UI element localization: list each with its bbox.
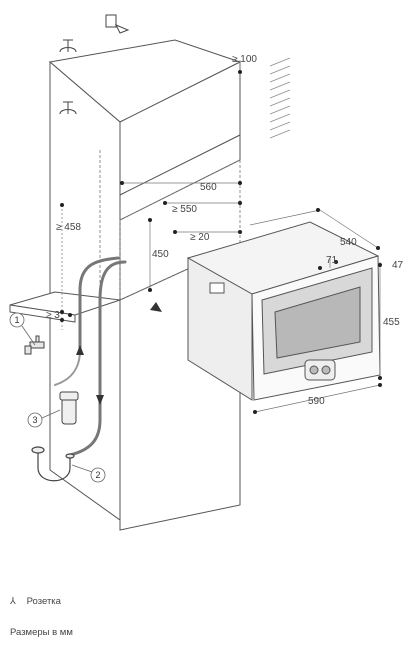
dim-gap-bottom: ≥ 3	[46, 310, 60, 321]
flow-arrows	[76, 302, 162, 405]
dimension-dots	[60, 70, 382, 414]
water-tap-icon	[24, 335, 45, 355]
dim-niche-height: 450	[152, 249, 169, 260]
dim-appliance-height: 455	[383, 317, 400, 328]
callout-1-label: 1	[14, 315, 19, 325]
power-socket-icon	[59, 39, 77, 115]
legend-units: Размеры в мм	[10, 627, 73, 638]
legend-socket-label: Розетка	[26, 596, 61, 607]
dim-appliance-width: 590	[308, 396, 325, 407]
dimension-lines	[61, 60, 381, 413]
dim-front-offset: 71	[326, 255, 338, 266]
power-socket-icon: ⅄	[10, 596, 16, 607]
side-counter	[9, 291, 121, 323]
siphon-icon	[31, 446, 75, 482]
steam-oven	[186, 221, 381, 401]
dim-rear-gap: ≥ 20	[190, 232, 210, 243]
dim-niche-width: 560	[200, 182, 217, 193]
wall-hatch	[269, 57, 291, 139]
dim-appliance-depth: 540	[340, 237, 357, 248]
wall-outlet-icon	[105, 14, 130, 34]
legend-units-label: Размеры в мм	[10, 627, 73, 638]
water-filter-icon	[59, 391, 79, 425]
callout-2-label: 2	[95, 470, 100, 480]
dim-niche-depth: ≥ 550	[172, 204, 197, 215]
callout-markers	[9, 312, 106, 483]
dim-top-clearance: ≥ 100	[232, 54, 257, 65]
callout-3-label: 3	[32, 415, 37, 425]
legend-socket: ⅄ Розетка	[10, 596, 61, 607]
dim-height-min: ≥ 458	[56, 222, 81, 233]
dim-front-thickness: 47	[392, 260, 404, 271]
